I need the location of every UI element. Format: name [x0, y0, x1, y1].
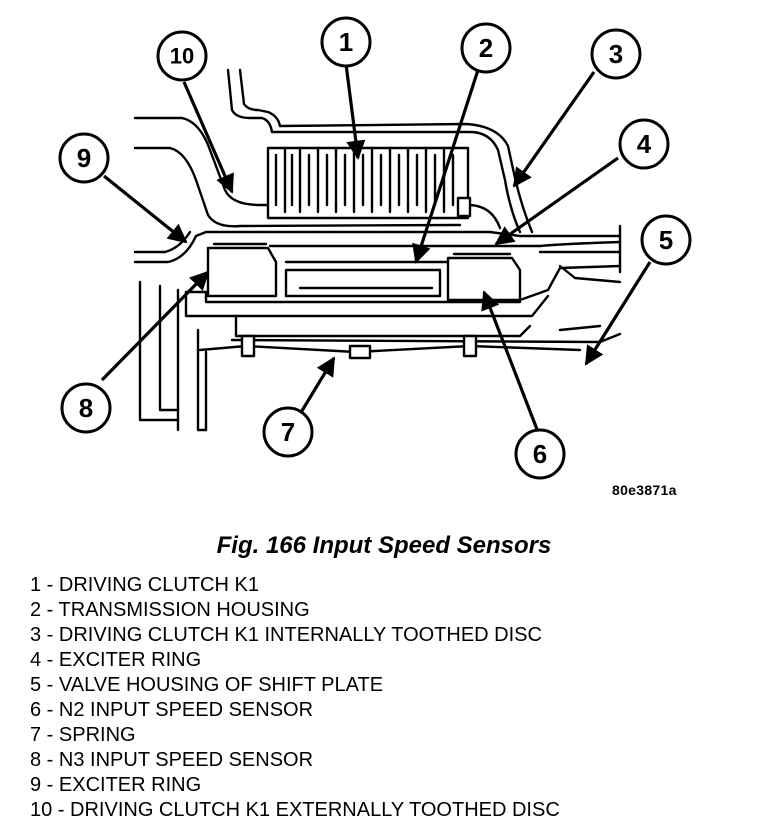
legend-text: DRIVING CLUTCH K1 — [58, 574, 259, 596]
diagram-figure: 1 2 3 4 5 6 7 8 9 10 — [58, 16, 692, 480]
callout-number-3: 3 — [609, 39, 623, 69]
callouts — [58, 16, 692, 480]
callout-circle-9 — [58, 132, 110, 184]
legend-item: 7 - SPRING — [30, 724, 136, 746]
callout-circle-8 — [60, 382, 112, 434]
legend-text: N3 INPUT SPEED SENSOR — [58, 749, 314, 771]
image-code: 80e3871a — [612, 482, 677, 498]
leader-8 — [100, 270, 210, 382]
legend-item: 2 - TRANSMISSION HOUSING — [30, 599, 310, 621]
diagram-svg: 1 2 3 4 5 6 7 8 9 10 — [58, 16, 692, 480]
legend-item: 4 - EXCITER RING — [30, 649, 202, 671]
legend-number: 10 — [30, 799, 53, 821]
legend-item: 8 - N3 INPUT SPEED SENSOR — [30, 749, 314, 771]
callout-circle-5 — [640, 214, 692, 266]
callout-circle-2 — [460, 22, 512, 74]
callout-numbers: 1 2 3 4 5 6 7 8 9 10 — [77, 27, 673, 469]
leader-9 — [102, 174, 188, 244]
callout-circle-10 — [156, 30, 208, 82]
legend-number: 9 — [30, 774, 42, 796]
legend-number: 3 — [30, 624, 42, 646]
legend-text: DRIVING CLUTCH K1 EXTERNALLY TOOTHED DIS… — [70, 799, 560, 821]
legend-item: 5 - VALVE HOUSING OF SHIFT PLATE — [30, 674, 384, 696]
callout-circle-7 — [262, 406, 314, 458]
callout-circle-1 — [320, 16, 372, 68]
clutch-pack — [266, 146, 472, 220]
leader-4 — [494, 156, 619, 246]
callout-number-10: 10 — [170, 44, 194, 69]
leader-2 — [412, 69, 480, 264]
callout-number-8: 8 — [79, 393, 93, 423]
legend-item: 6 - N2 INPUT SPEED SENSOR — [30, 699, 314, 721]
leader-3 — [512, 71, 596, 188]
legend-item: 1 - DRIVING CLUTCH K1 — [30, 574, 259, 596]
callout-number-1: 1 — [339, 27, 353, 57]
leader-7 — [298, 356, 336, 415]
transmission-drawing — [133, 68, 622, 432]
figure-caption: Fig. 166 Input Speed Sensors — [216, 532, 552, 559]
callout-number-5: 5 — [659, 225, 673, 255]
leader-5 — [584, 261, 652, 366]
legend-text: N2 INPUT SPEED SENSOR — [58, 699, 314, 721]
legend-item: 10 - DRIVING CLUTCH K1 EXTERNALLY TOOTHE… — [30, 799, 560, 821]
leader-arrows — [100, 63, 652, 433]
legend-number: 7 — [30, 724, 42, 746]
callout-circle-4 — [618, 118, 670, 170]
leader-1 — [344, 63, 366, 160]
leader-6 — [481, 290, 540, 433]
callout-number-4: 4 — [637, 129, 652, 159]
legend-text: VALVE HOUSING OF SHIFT PLATE — [58, 674, 384, 696]
legend-number: 1 — [30, 574, 42, 596]
callout-circle-3 — [590, 28, 642, 80]
callout-number-7: 7 — [281, 417, 295, 447]
callout-number-9: 9 — [77, 143, 91, 173]
legend-text: EXCITER RING — [58, 649, 202, 671]
legend-text: SPRING — [58, 724, 136, 746]
callout-circle-6 — [514, 428, 566, 480]
legend-text: DRIVING CLUTCH K1 INTERNALLY TOOTHED DIS… — [58, 624, 542, 646]
legend-item: 3 - DRIVING CLUTCH K1 INTERNALLY TOOTHED… — [30, 624, 542, 646]
legend-text: EXCITER RING — [58, 774, 202, 796]
legend-number: 8 — [30, 749, 42, 771]
legend-number: 4 — [30, 649, 42, 671]
legend-number: 2 — [30, 599, 42, 621]
legend-list: 1 - DRIVING CLUTCH K1 2 - TRANSMISSION H… — [30, 573, 560, 823]
legend-item: 9 - EXCITER RING — [30, 774, 202, 796]
callout-number-2: 2 — [479, 33, 493, 63]
legend-number: 6 — [30, 699, 42, 721]
fasteners — [240, 334, 478, 360]
legend-number: 5 — [30, 674, 42, 696]
legend-text: TRANSMISSION HOUSING — [58, 599, 310, 621]
callout-number-6: 6 — [533, 439, 547, 469]
leader-10 — [182, 81, 234, 194]
